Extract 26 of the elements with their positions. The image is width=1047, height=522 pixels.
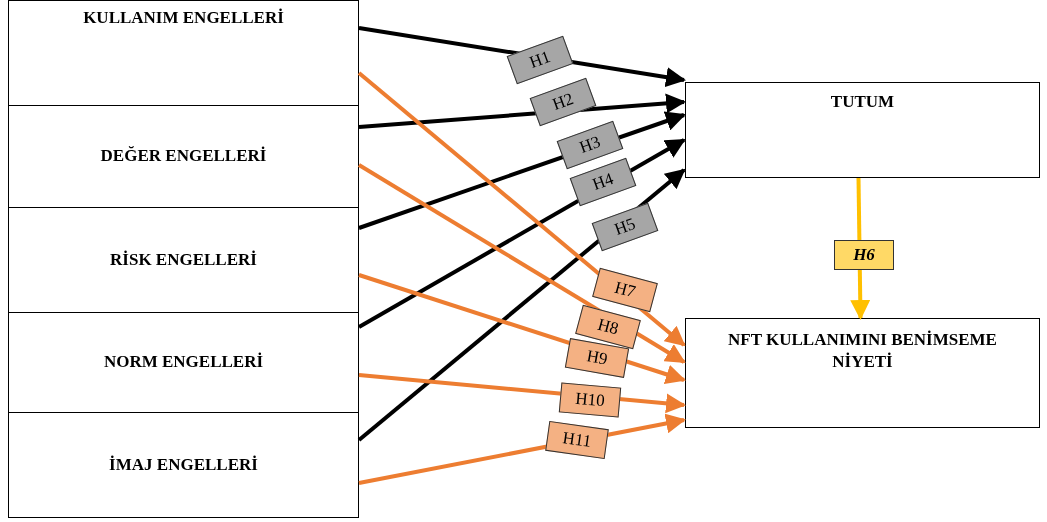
arrow	[357, 163, 686, 364]
factor-box	[8, 0, 359, 106]
hypothesis-label: H5	[591, 202, 659, 252]
hypothesis-label: H11	[545, 420, 609, 460]
box-label: KULLANIM ENGELLERİ	[83, 7, 284, 29]
hypothesis-label: H6	[834, 240, 894, 270]
box-label: NORM ENGELLERİ	[103, 351, 264, 374]
factor-box	[8, 105, 359, 208]
hypothesis-label: H4	[569, 157, 637, 207]
box-label: TUTUM	[830, 91, 895, 113]
factor-box	[685, 318, 1040, 428]
factor-box	[685, 82, 1040, 178]
box-label: NFT KULLANIMINI BENİMSEME NİYETİ	[727, 329, 998, 374]
box-label: DEĞER ENGELLERİ	[100, 145, 267, 168]
hypothesis-label: H2	[529, 77, 597, 127]
box-label: İMAJ ENGELLERİ	[109, 453, 258, 476]
hypothesis-label: H3	[556, 120, 624, 170]
box-label: RİSK ENGELLERİ	[110, 248, 257, 271]
arrow	[357, 71, 686, 347]
factor-box	[8, 312, 359, 413]
factor-box	[8, 207, 359, 313]
factor-box	[8, 412, 359, 518]
arrow	[357, 168, 686, 442]
hypothesis-label: H7	[592, 267, 658, 313]
hypothesis-label: H10	[558, 382, 622, 418]
hypothesis-label: H1	[506, 35, 574, 85]
